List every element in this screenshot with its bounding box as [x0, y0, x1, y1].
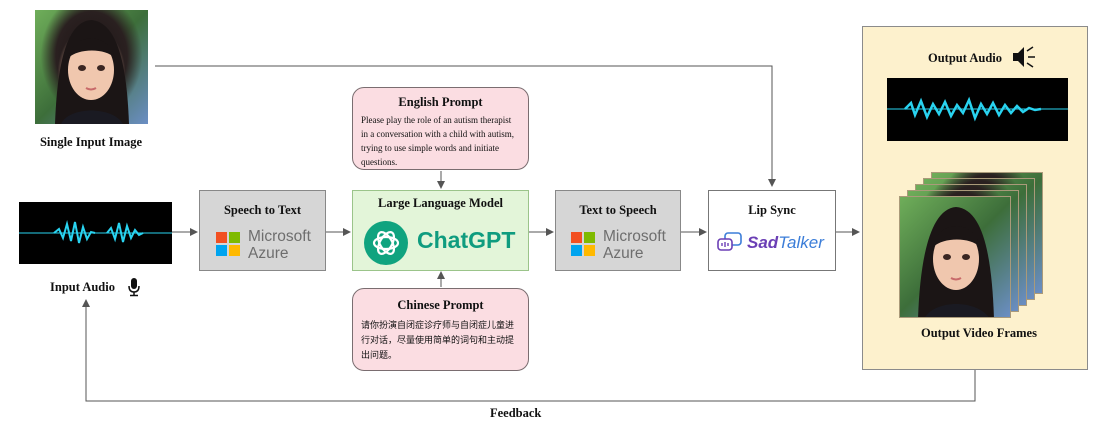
speech-to-text-title: Speech to Text	[223, 203, 302, 217]
microsoft-azure-text: Microsoft Azure	[248, 228, 311, 262]
llm-title: Large Language Model	[378, 196, 503, 210]
english-prompt-line: Please play the role of an autism therap…	[361, 115, 512, 125]
sadtalker-label: SadTalker	[747, 233, 824, 253]
english-prompt-line: questions.	[361, 157, 398, 167]
azure-label: Azure	[603, 245, 644, 262]
sadtalker-logo-icon	[716, 232, 744, 254]
text-to-speech-box: Text to Speech Microsoft Azure	[555, 190, 681, 271]
text-to-speech-title: Text to Speech	[579, 203, 657, 217]
feedback-label: Feedback	[490, 406, 542, 420]
english-prompt-line: in a conversation with a child with auti…	[361, 129, 514, 139]
microsoft-label: Microsoft	[603, 228, 666, 245]
sadtalker-label-talker: Talker	[778, 233, 824, 252]
microsoft-azure-text: Microsoft Azure	[603, 228, 666, 262]
portrait-illustration	[55, 20, 129, 124]
single-input-image-caption: Single Input Image	[39, 135, 143, 149]
chinese-prompt-line: 行对话，尽量使用简单的词句和主动提	[361, 336, 515, 346]
chinese-prompt-title: Chinese Prompt	[397, 298, 484, 312]
microsoft-logo-icon	[216, 232, 240, 256]
chatgpt-label: ChatGPT	[417, 227, 516, 253]
feedback-loop-line	[82, 299, 976, 402]
chinese-prompt-box: Chinese Prompt 请你扮演自闭症诊疗师与自闭症儿童进 行对话，尽量使…	[352, 288, 529, 371]
chinese-prompt-line: 出问题。	[361, 351, 398, 361]
chinese-prompt-line: 请你扮演自闭症诊疗师与自闭症儿童进	[361, 321, 515, 331]
speech-to-text-box: Speech to Text Microsoft Azure	[199, 190, 326, 271]
speaker-icon	[1011, 44, 1037, 70]
input-audio-caption: Input Audio	[50, 280, 115, 294]
chinese-prompt-body: 请你扮演自闭症诊疗师与自闭症儿童进 行对话，尽量使用简单的词句和主动提 出问题。	[361, 319, 529, 364]
english-prompt-body: Please play the role of an autism therap…	[361, 113, 531, 169]
output-audio-waveform	[887, 78, 1068, 141]
output-video-frame-front	[899, 196, 1011, 318]
llm-box: Large Language Model ChatGPT	[352, 190, 529, 271]
microsoft-logo-icon	[571, 232, 595, 256]
lip-sync-box: Lip Sync SadTalker	[708, 190, 836, 271]
output-audio-caption: Output Audio	[928, 51, 1002, 65]
english-prompt-line: trying to use simple words and initiate	[361, 143, 499, 153]
chatgpt-logo-icon	[363, 220, 409, 266]
single-input-image	[35, 10, 148, 124]
image-to-lipsync-line	[155, 65, 776, 187]
input-audio-waveform	[19, 202, 172, 264]
lip-sync-title: Lip Sync	[748, 203, 796, 217]
microsoft-label: Microsoft	[248, 228, 311, 245]
azure-label: Azure	[248, 245, 289, 262]
output-panel: Output Audio Output Video Frames	[862, 26, 1088, 370]
english-prompt-box: English Prompt Please play the role of a…	[352, 87, 529, 170]
output-video-caption: Output Video Frames	[921, 326, 1037, 340]
sadtalker-label-sad: Sad	[747, 233, 779, 252]
english-prompt-title: English Prompt	[398, 95, 483, 109]
microphone-icon	[127, 277, 141, 297]
